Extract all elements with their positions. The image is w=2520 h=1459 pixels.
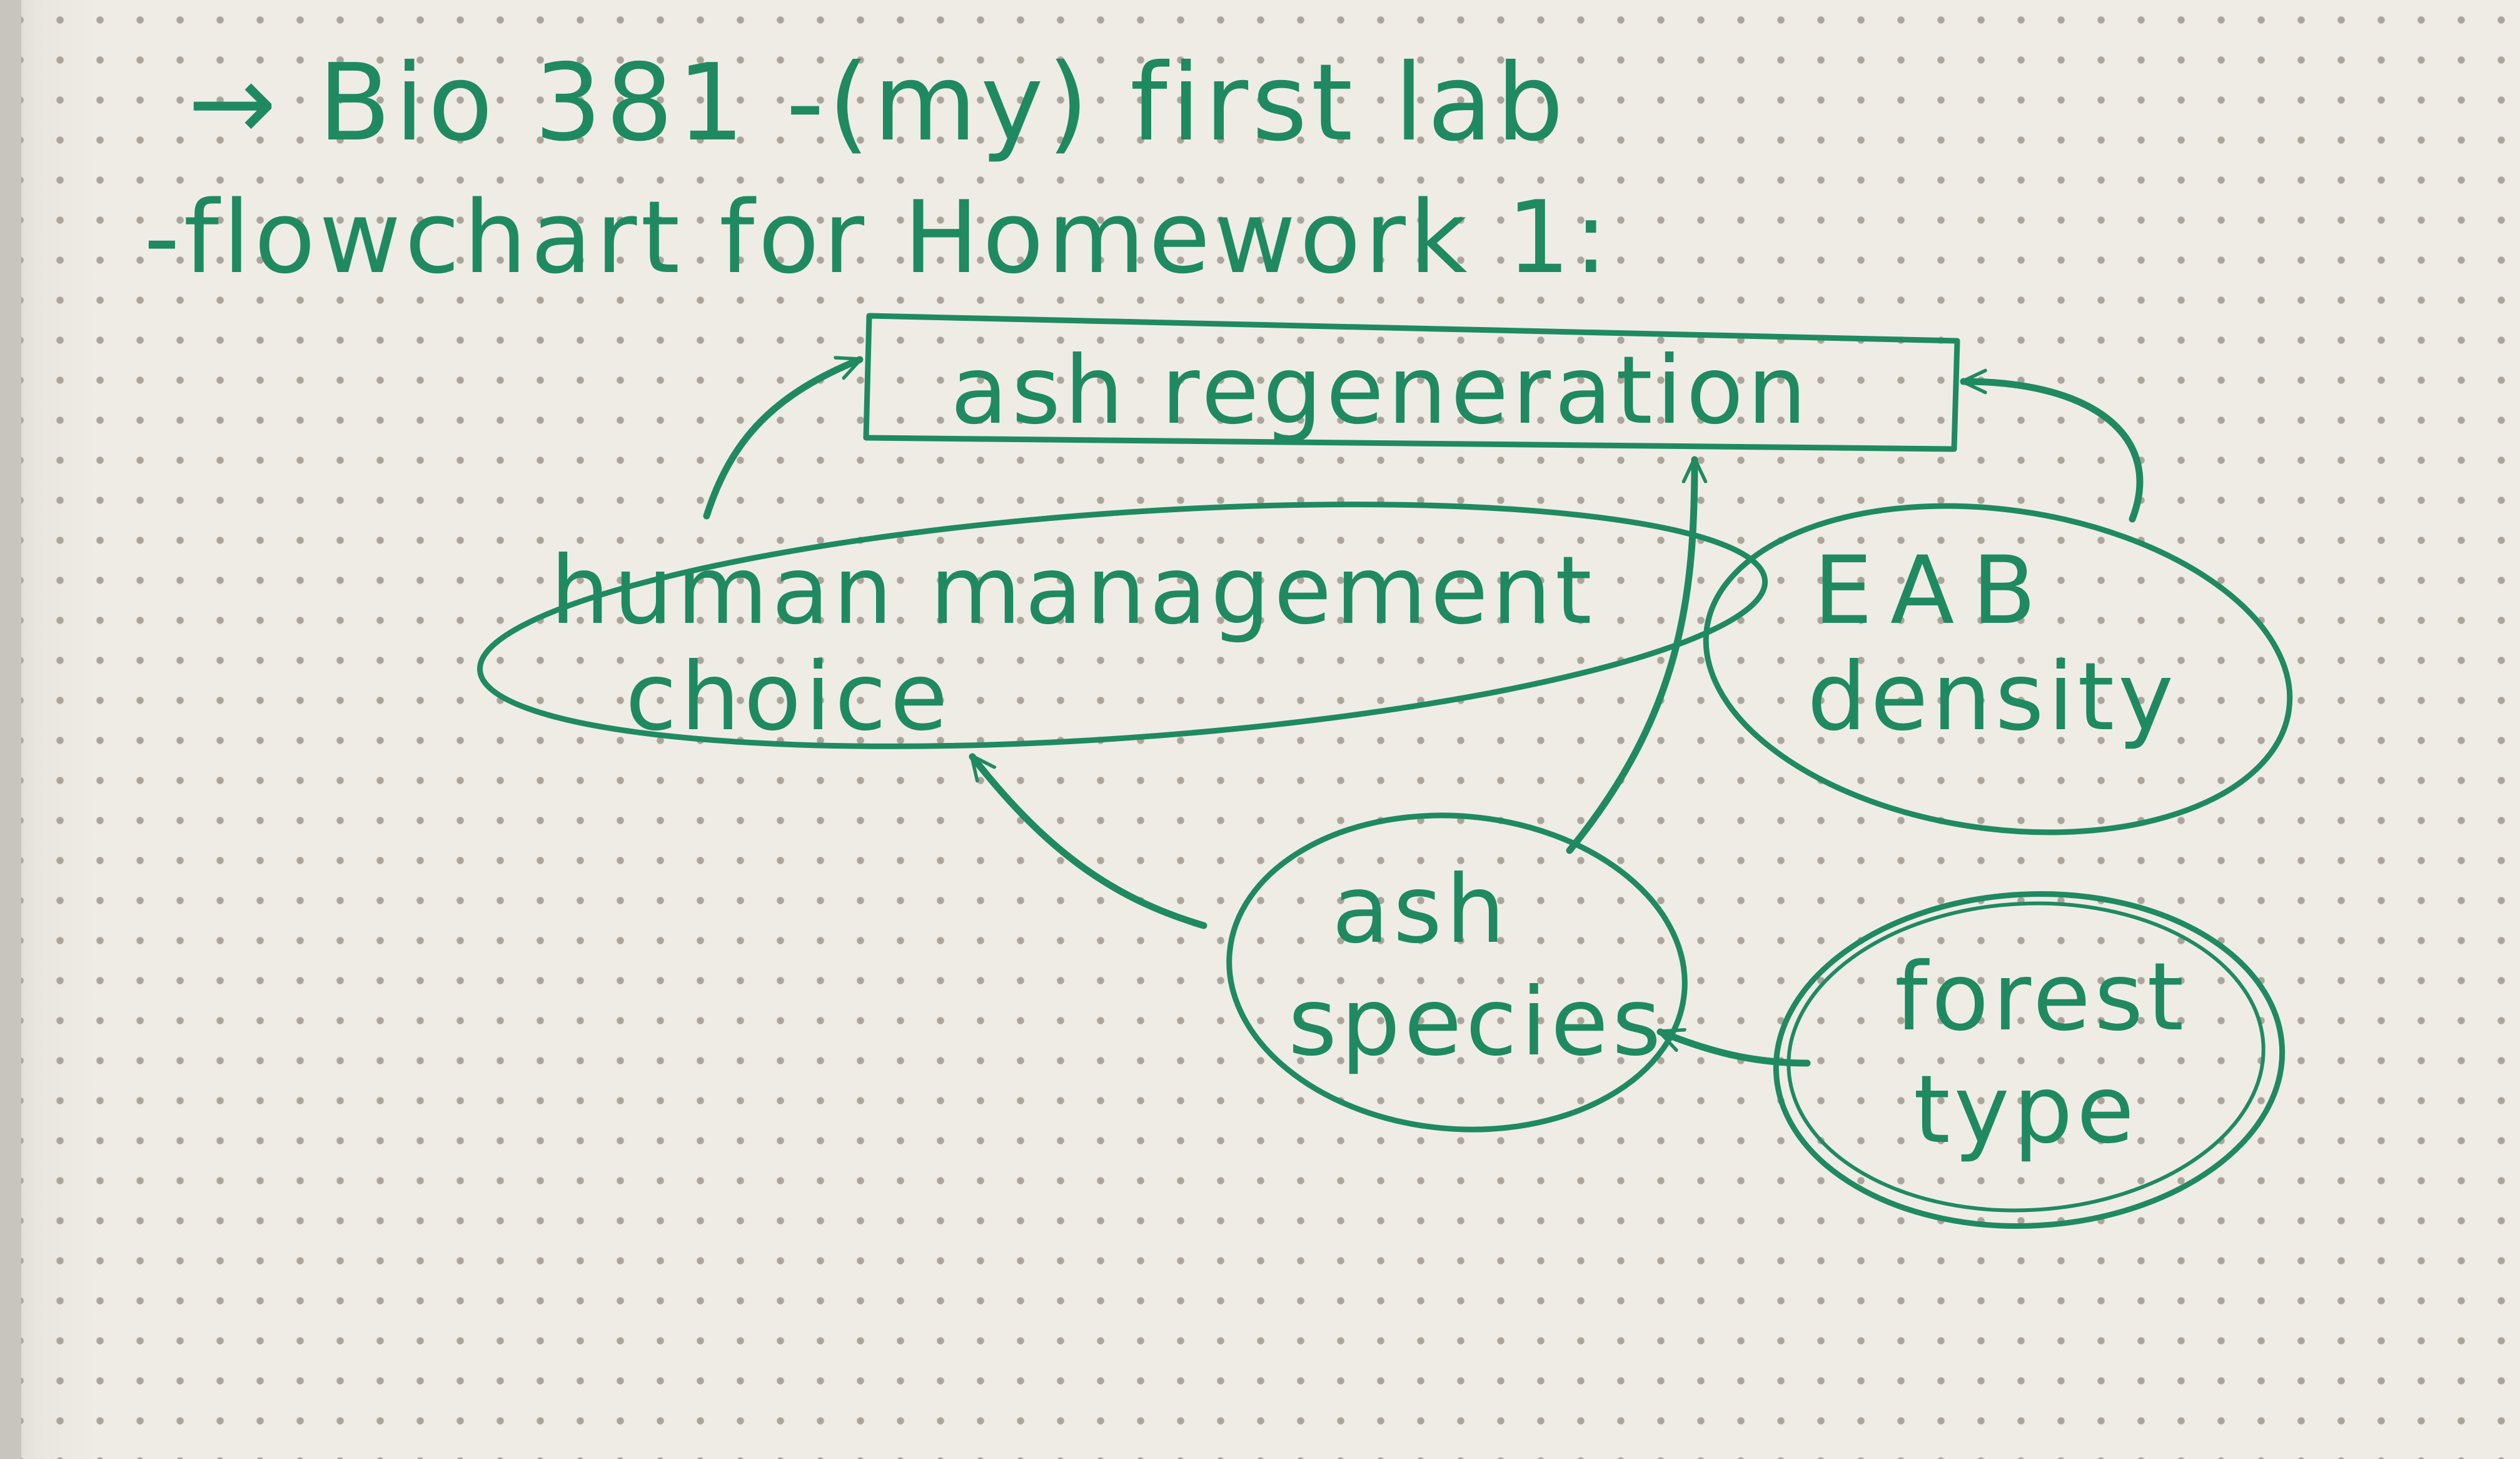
edge-eab-density-to-ash-regeneration: [1960, 381, 2144, 523]
edge-human-management-to-ash-regeneration: [703, 360, 864, 520]
node-human-management-label-line1: human management: [550, 537, 1596, 645]
node-forest-type-label-line1: forest: [1895, 943, 2188, 1052]
edge-ash-species-to-human-management: [969, 753, 1207, 929]
node-human-management-label-line2: choice: [625, 643, 952, 752]
node-forest-type-label-line2: type: [1913, 1056, 2139, 1164]
node-eab-density-label-line1: EAB: [1813, 537, 2054, 645]
edge-forest-type-to-ash-species: [1656, 1032, 1811, 1067]
node-eab-density-label-line2: density: [1807, 643, 2177, 752]
edge-ash-species-to-ash-regeneration: [1566, 456, 1695, 854]
node-ash-regeneration-label: ash regeneration: [950, 336, 1811, 445]
page-subheading: -flowchart for Homework 1:: [144, 179, 1612, 296]
eab-density-ellipse: [1703, 503, 2293, 836]
node-ash-species-label-line1: ash: [1332, 856, 1509, 964]
ash-regeneration-box: [863, 313, 1960, 452]
ash-species-ellipse: [1226, 812, 1688, 1133]
forest-type-ellipse-inner: [1787, 901, 2265, 1213]
human-management-choice-ellipse: [476, 502, 1768, 749]
node-ash-species-label-line2: species: [1288, 968, 1665, 1077]
forest-type-ellipse: [1773, 891, 2286, 1229]
page-heading: → Bio 381 -(my) first lab: [188, 41, 1568, 165]
